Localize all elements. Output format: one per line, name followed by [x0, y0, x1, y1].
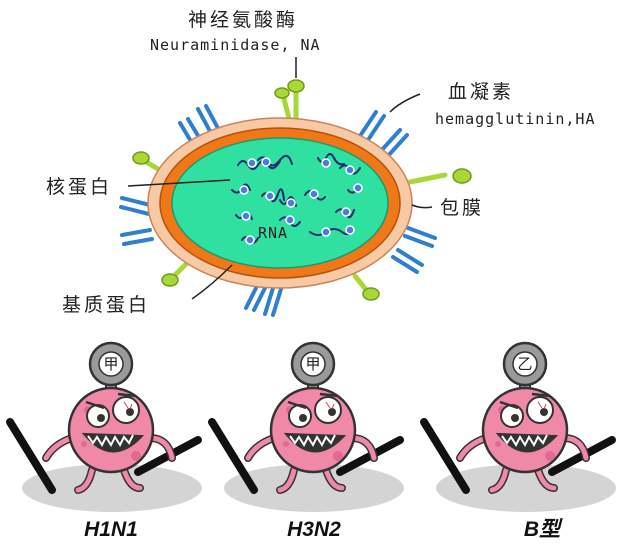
strain-label-h3n2: H3N2 — [287, 518, 341, 541]
virus-particle: RNA — [119, 79, 472, 317]
nucleoprotein — [345, 165, 355, 175]
strain-character-b: 乙 — [424, 341, 616, 512]
nucleoprotein — [245, 235, 255, 245]
ha-spike — [120, 228, 154, 246]
ha-spike — [378, 128, 409, 159]
strain-label-h1n1: H1N1 — [84, 518, 138, 541]
na-spike — [407, 168, 472, 185]
core — [171, 137, 389, 269]
matrix-protein-label: 基质蛋白 — [62, 294, 150, 316]
nucleoprotein — [341, 207, 351, 217]
neuraminidase-cn-label: 神经氨酸酶 — [188, 9, 298, 31]
rna-strand — [237, 160, 281, 170]
nucleoprotein — [309, 189, 319, 199]
hemagglutinin-leader — [389, 93, 421, 113]
nucleoprotein — [247, 158, 257, 168]
strain-label-b: B型 — [524, 518, 563, 541]
ha-spike — [263, 286, 283, 317]
nucleoprotein-leader — [127, 179, 231, 187]
nucleoprotein — [345, 225, 355, 235]
nucleoprotein — [265, 191, 275, 201]
na-spike — [352, 273, 380, 301]
nucleoprotein — [353, 183, 363, 193]
strain-badge-label: 甲 — [305, 355, 320, 373]
ha-spike — [244, 282, 268, 312]
ha-spike — [403, 226, 437, 248]
nucleoprotein — [321, 158, 331, 168]
neuraminidase-en-label: Neuraminidase, NA — [150, 36, 321, 54]
rna-label: RNA — [258, 224, 288, 242]
strain-character-h1n1: 甲 — [10, 341, 202, 512]
nucleoprotein — [285, 215, 295, 225]
hemagglutinin-en-label: hemagglutinin,HA — [435, 110, 596, 128]
nucleoprotein — [239, 185, 249, 195]
nucleoprotein — [241, 211, 251, 221]
strain-character-h3n2: 甲 — [212, 341, 404, 512]
strain-badge-label: 乙 — [517, 355, 532, 373]
nucleoproteins — [239, 157, 363, 245]
ha-spike — [358, 110, 386, 142]
nucleoprotein-label: 核蛋白 — [46, 176, 112, 198]
strain-badge-label: 甲 — [103, 355, 118, 373]
ha-spike — [391, 248, 424, 274]
nucleoprotein — [261, 157, 271, 167]
hemagglutinin-cn-label: 血凝素 — [448, 81, 514, 103]
leader-lines — [127, 57, 433, 300]
nucleoprotein — [321, 227, 331, 237]
envelope-label: 包膜 — [440, 197, 484, 219]
matrix-protein-leader — [191, 264, 233, 300]
na-spikes — [132, 79, 472, 301]
na-spike — [287, 79, 305, 123]
ha-spike — [119, 196, 152, 216]
na-spike — [274, 87, 293, 125]
nucleoprotein — [286, 198, 296, 208]
envelope-leader — [411, 204, 433, 209]
rna-strand — [257, 154, 293, 167]
ha-spikes — [119, 104, 437, 317]
